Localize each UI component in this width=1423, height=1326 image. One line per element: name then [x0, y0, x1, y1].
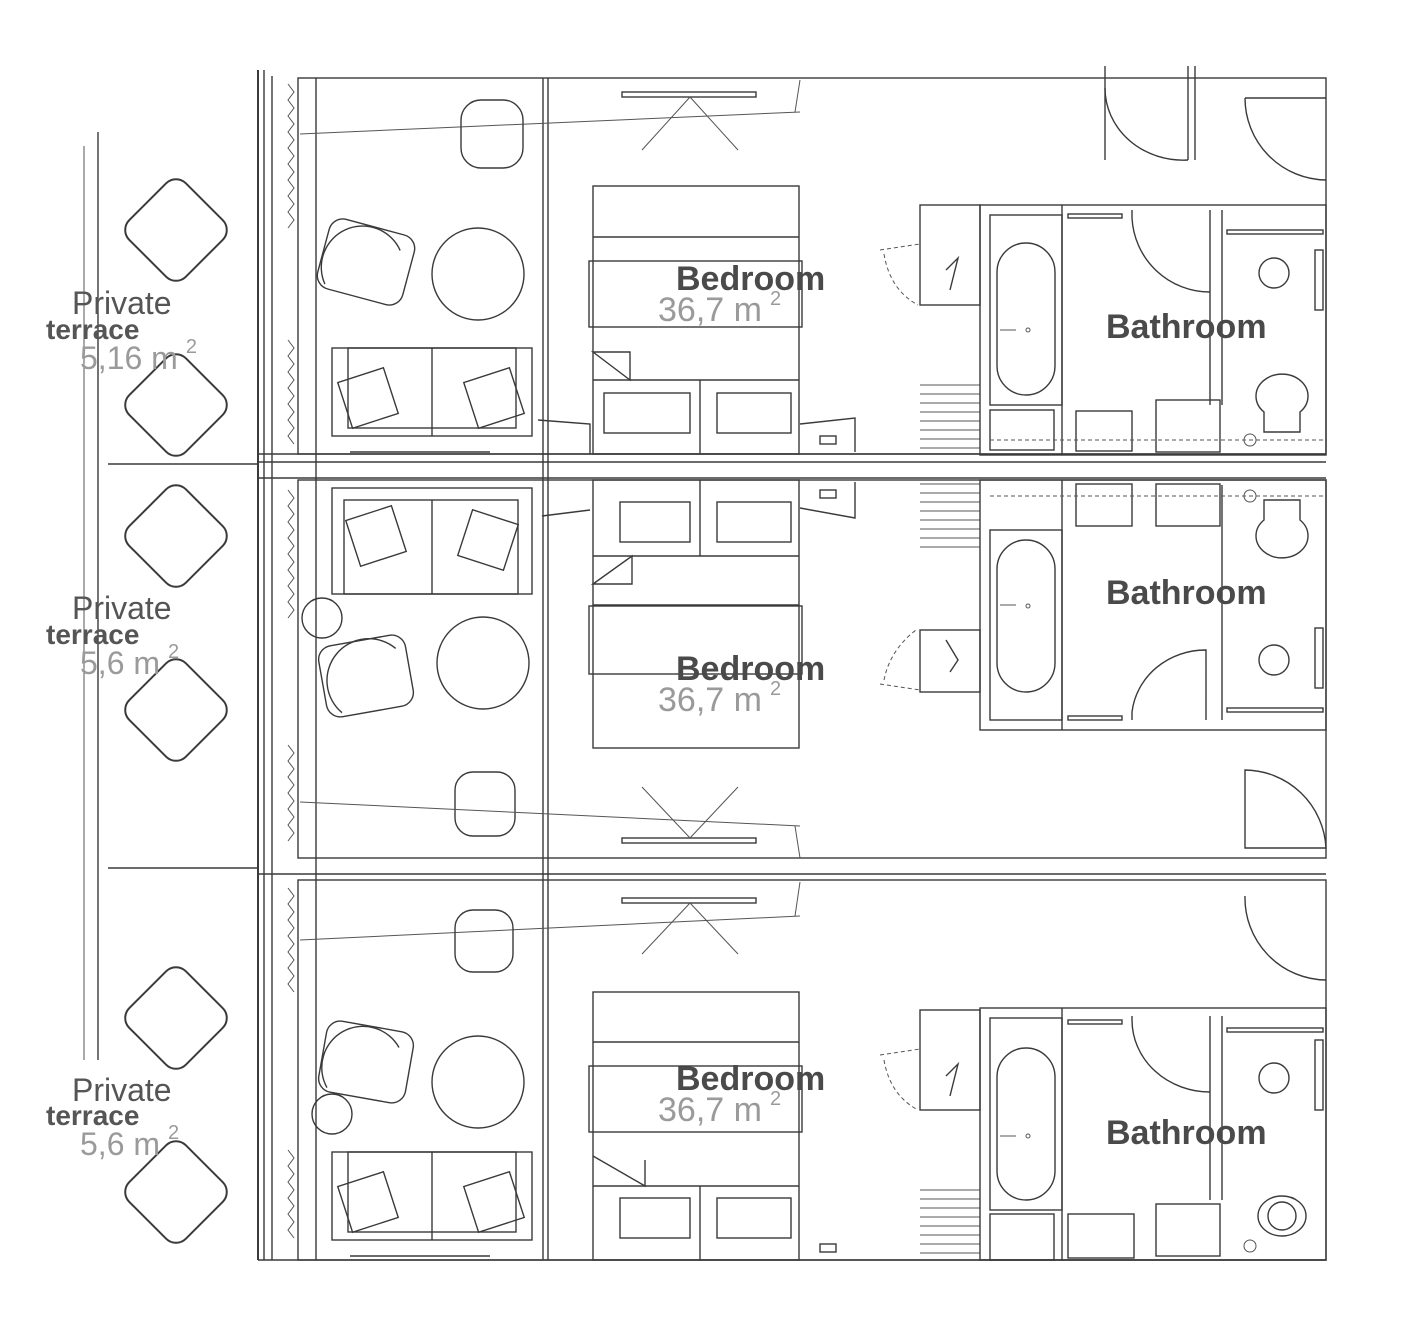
terrace-line2: terrace [46, 314, 140, 345]
bathroom-label-3: Bathroom [1106, 1116, 1267, 1150]
bedroom-label-1: Bedroom [676, 262, 825, 296]
bathroom-name: Bathroom [1106, 308, 1267, 346]
unit-2-furniture [299, 479, 1327, 859]
bedroom-name: Bedroom [676, 650, 826, 688]
area-superscript: 2 [769, 288, 782, 310]
bedroom-area-1: 36,7 m 2 [658, 289, 781, 329]
terrace-subtitle-1: terrace [46, 316, 139, 344]
bedroom-area-value: 36,7 m [658, 1091, 762, 1129]
terrace-area [83, 132, 258, 1060]
unit-1-furniture [299, 66, 1327, 456]
area-superscript: 2 [769, 1088, 782, 1110]
terrace-line2: terrace [46, 1100, 140, 1131]
terrace-area-2: 5,6 m 2 [80, 642, 179, 681]
stairs-2 [920, 483, 980, 548]
stairs-1 [920, 384, 980, 449]
terrace-title-3: Private [72, 1074, 172, 1106]
bedroom-area-value: 36,7 m [658, 681, 762, 719]
bedroom-name: Bedroom [676, 260, 826, 298]
bathroom-name: Bathroom [1106, 1114, 1267, 1152]
terrace-line2: terrace [46, 619, 140, 650]
area-superscript: 2 [168, 641, 180, 663]
unit-3-furniture [299, 881, 1327, 1261]
terrace-line1: Private [72, 590, 172, 626]
terrace-subtitle-2: terrace [46, 621, 139, 649]
bedroom-label-3: Bedroom [676, 1062, 825, 1096]
terrace-area-1: 5,16 m 2 [80, 337, 197, 376]
stairs-3 [920, 1189, 980, 1254]
bedroom-name: Bedroom [676, 1060, 826, 1098]
bathroom-label-2: Bathroom [1106, 576, 1267, 610]
bedroom-area-2: 36,7 m 2 [658, 679, 781, 719]
bedroom-area-3: 36,7 m 2 [658, 1089, 781, 1129]
bathroom-label-1: Bathroom [1106, 310, 1267, 344]
terrace-area-value: 5,6 m [80, 645, 161, 681]
terrace-subtitle-3: terrace [46, 1102, 139, 1130]
terrace-area-value: 5,16 m [80, 340, 178, 376]
terrace-area-value: 5,6 m [80, 1126, 161, 1162]
terrace-title-2: Private [72, 592, 172, 624]
bathroom-name: Bathroom [1106, 574, 1267, 612]
terrace-line1: Private [72, 285, 172, 321]
bedroom-label-2: Bedroom [676, 652, 825, 686]
bedroom-area-value: 36,7 m [658, 291, 762, 329]
area-superscript: 2 [769, 678, 782, 700]
terrace-area-3: 5,6 m 2 [80, 1123, 179, 1162]
terrace-line1: Private [72, 1072, 172, 1108]
curtains [287, 83, 295, 1239]
area-superscript: 2 [168, 1122, 180, 1144]
terrace-title-1: Private [72, 287, 172, 319]
terrace-planters [124, 178, 228, 1244]
area-superscript: 2 [185, 336, 197, 358]
